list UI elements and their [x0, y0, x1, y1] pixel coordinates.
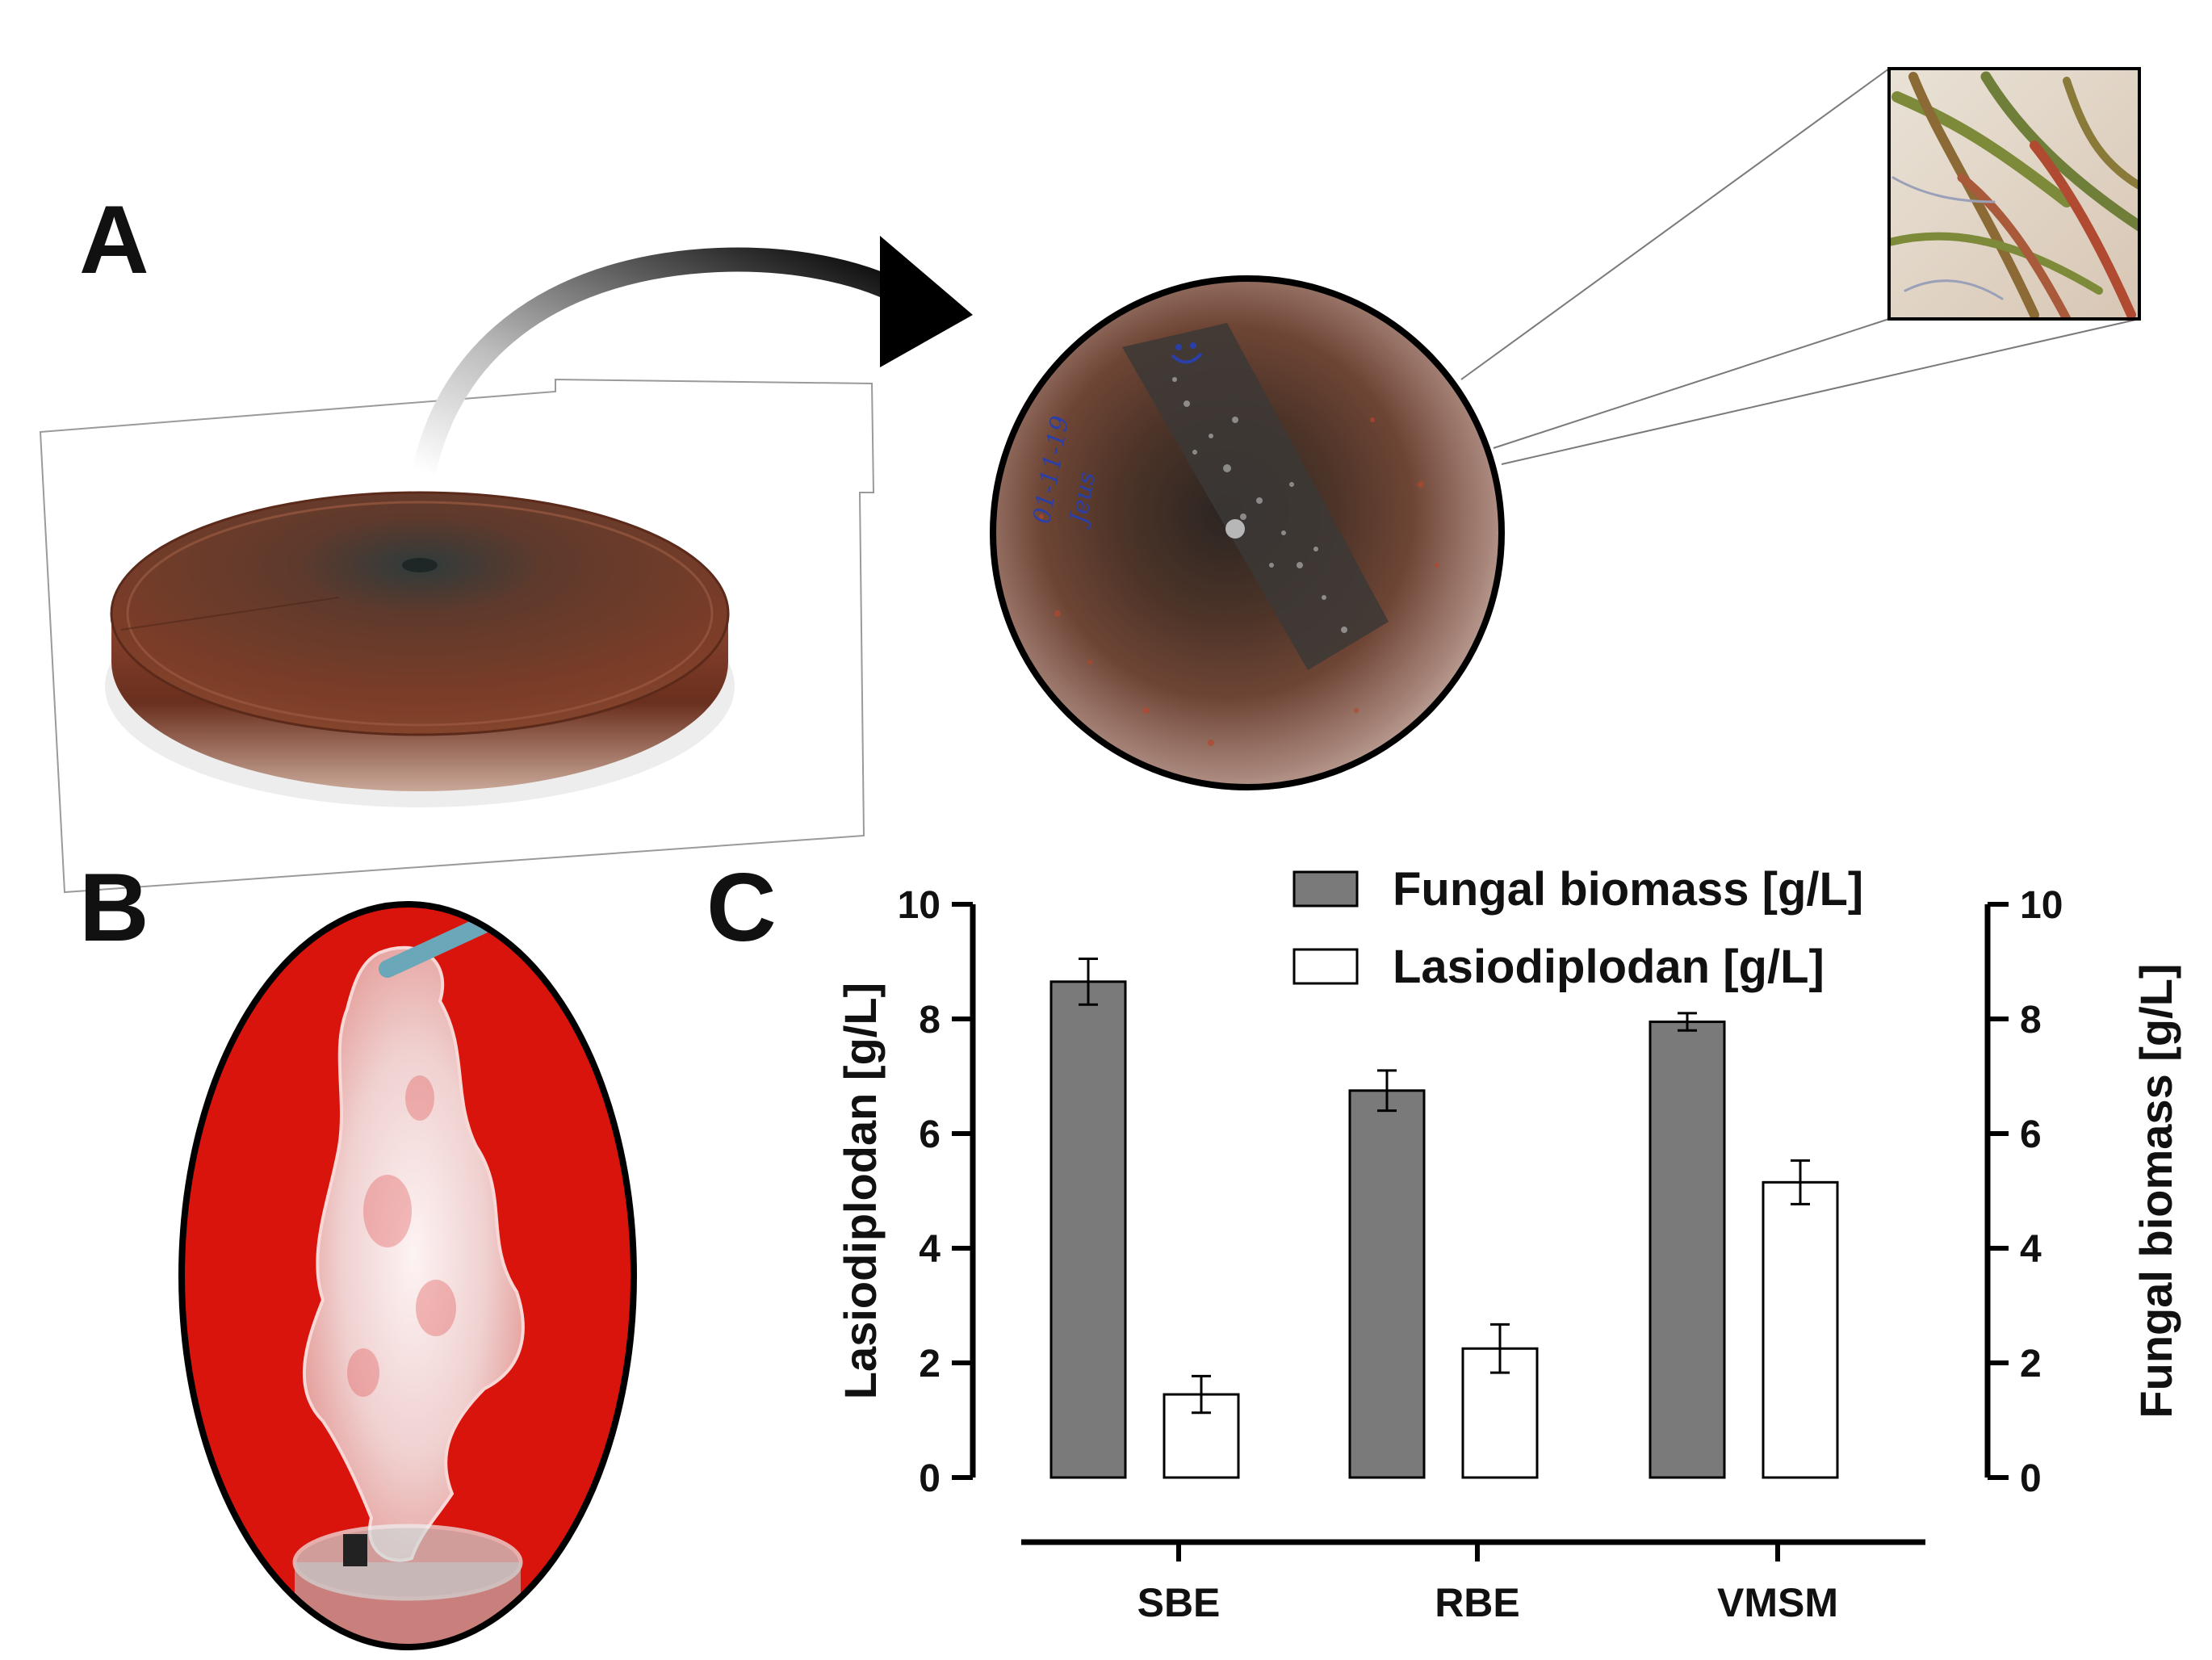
fungal-biomass-bar: [1049, 980, 1127, 1479]
bar-chart: 0 2 4 6 8 10 0 2 4 6 8 10 SBE RBE VMSM Lasiodiplodan…: [835, 863, 2181, 1625]
left-tick-label: 2: [919, 1343, 941, 1385]
right-tick-label: 10: [2020, 884, 2063, 927]
inoculum-spot: [402, 558, 438, 572]
right-tick-label: 8: [2020, 999, 2042, 1042]
lasiodiplodan-bar: [1762, 1180, 1839, 1479]
petri-dish: [105, 491, 735, 807]
category-label: SBE: [1137, 1580, 1221, 1625]
hyphae-micrograph: [1887, 67, 2141, 321]
legend-label-lasiodiplodan: Lasiodiplodan [g/L]: [1393, 941, 1824, 993]
zoom-lines: [1460, 68, 2140, 465]
panel-c-label: C: [706, 853, 777, 962]
left-tick-label: 4: [919, 1228, 941, 1271]
left-tick-label: 8: [919, 999, 941, 1042]
right-tick-label: 4: [2020, 1228, 2042, 1271]
left-tick-label: 6: [919, 1113, 941, 1156]
panel-a-label: A: [79, 186, 149, 294]
legend-label-fungal: Fungal biomass [g/L]: [1393, 863, 1863, 916]
right-tick-label: 2: [2020, 1343, 2042, 1385]
legend-swatch-lasiodiplodan: [1292, 948, 1359, 985]
left-tick-label: 10: [898, 884, 941, 927]
fungal-biomass-bar: [1348, 1089, 1426, 1479]
category-label: RBE: [1435, 1580, 1520, 1625]
left-axis-title: Lasiodiplodan [g/L]: [835, 983, 886, 1399]
curved-arrow-icon: [412, 236, 973, 484]
legend: Fungal biomass [g/L] Lasiodiplodan [g/L]: [1292, 863, 1863, 993]
category-labels: SBE RBE VMSM: [1137, 1542, 1838, 1625]
right-tick-label: 0: [2020, 1457, 2042, 1500]
gel-photo: [178, 901, 637, 1650]
left-tick-label: 0: [919, 1457, 941, 1500]
legend-swatch-fungal: [1292, 870, 1359, 908]
right-axis-title: Fungal biomass [g/L]: [2130, 963, 2181, 1418]
fungal-biomass-bar: [1649, 1021, 1726, 1479]
left-y-ticks: 0 2 4 6 8 10: [898, 884, 973, 1500]
category-label: VMSM: [1717, 1580, 1838, 1625]
inoculum-center: [1225, 519, 1245, 539]
mycelium-closeup: 01-11-19 Jeus: [990, 275, 1505, 790]
smiley-face-icon: [1171, 342, 1203, 364]
right-tick-label: 6: [2020, 1113, 2042, 1156]
panel-b-label: B: [79, 853, 149, 962]
right-y-ticks: 0 2 4 6 8 10: [1988, 884, 2063, 1500]
bars: [1049, 957, 1839, 1479]
